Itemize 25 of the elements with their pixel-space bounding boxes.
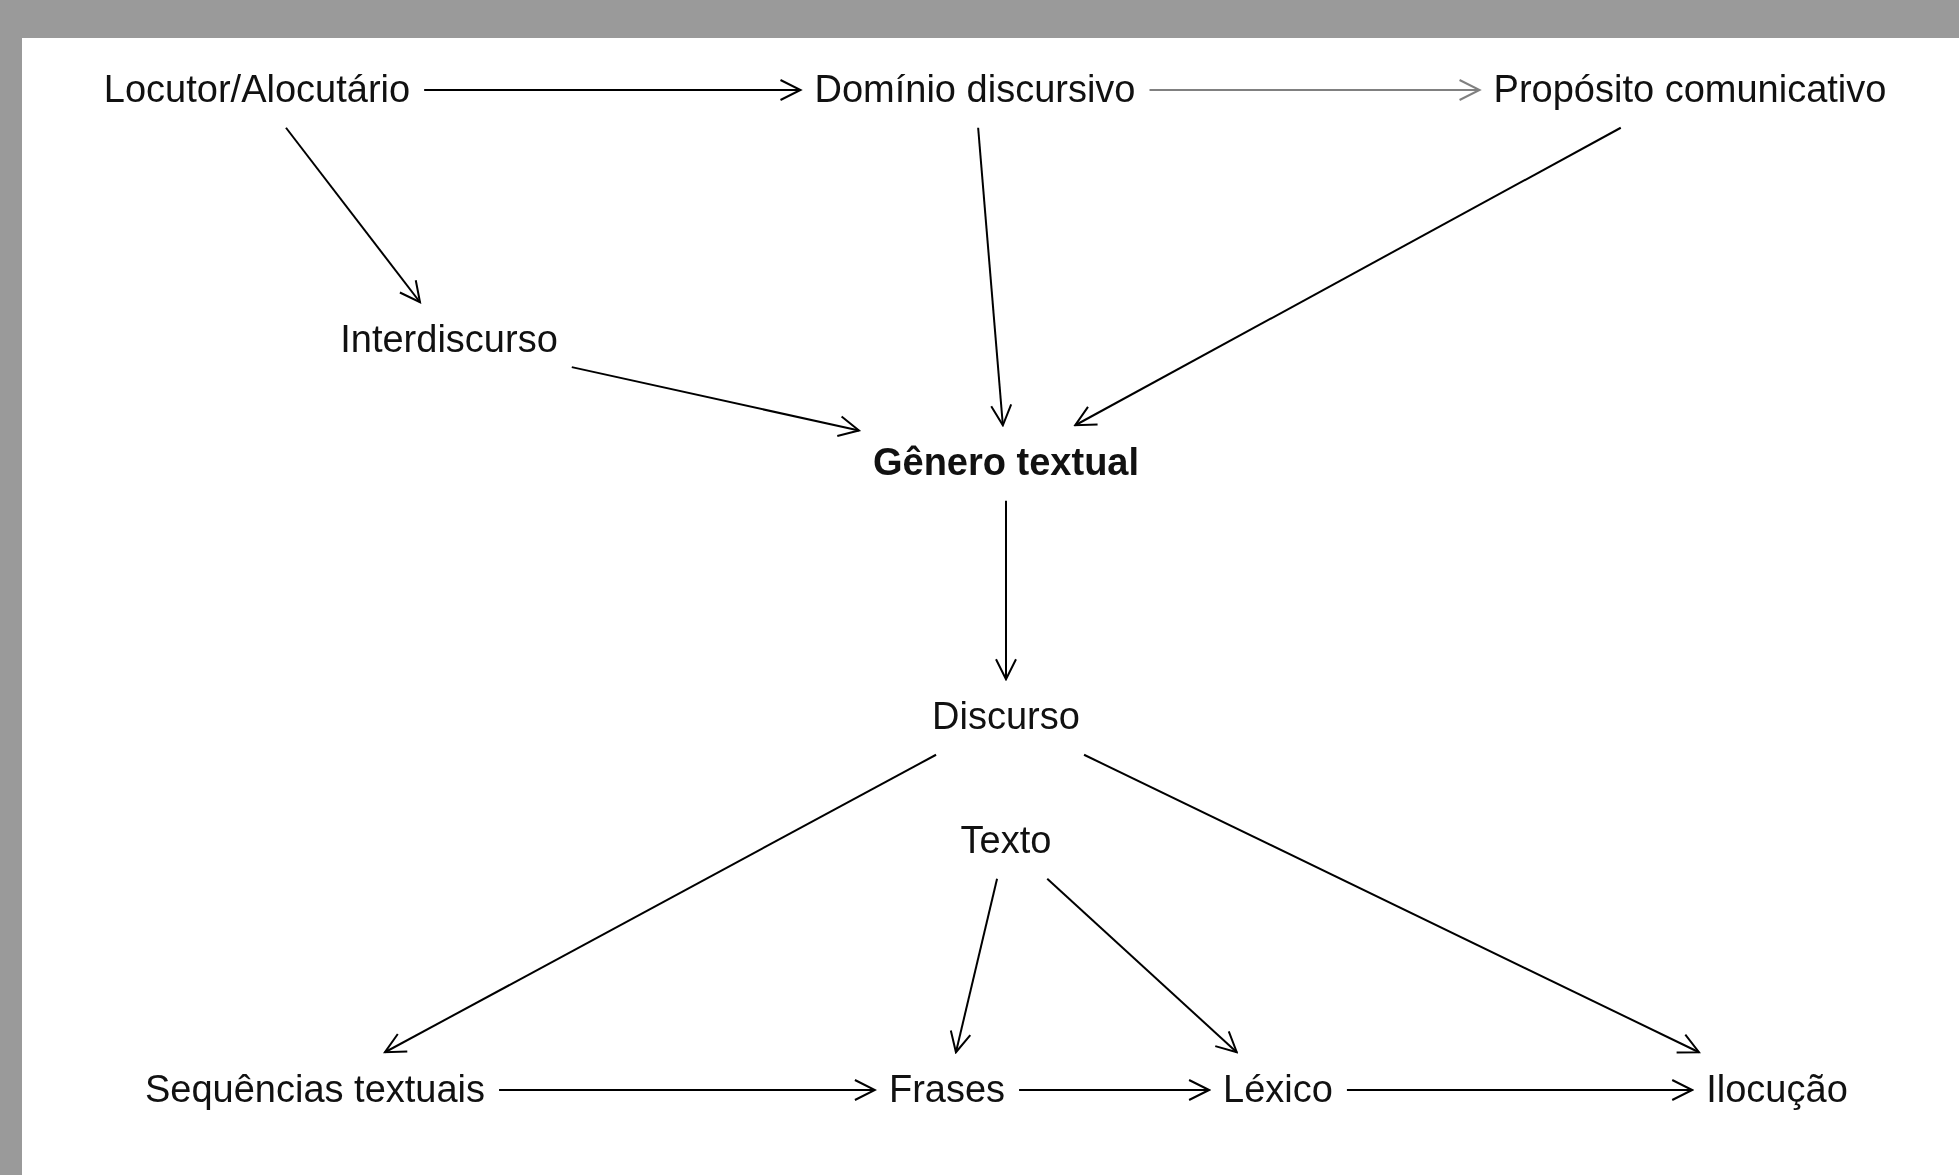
node-label: Gênero textual — [872, 441, 1140, 484]
node-label: Texto — [960, 819, 1052, 862]
arrow — [423, 79, 802, 101]
node-label: Frases — [888, 1068, 1006, 1111]
node-label: Locutor/Alocutário — [103, 68, 411, 111]
arrow — [1083, 753, 1700, 1054]
arrow — [498, 1079, 876, 1101]
arrow — [1046, 877, 1238, 1054]
arrow — [1345, 1079, 1694, 1101]
node-label: Domínio discursivo — [814, 68, 1136, 111]
node-label: Interdiscurso — [340, 318, 558, 361]
node-label: Léxico — [1223, 1068, 1333, 1111]
arrow — [570, 366, 860, 437]
arrow — [977, 126, 1013, 427]
arrow — [1018, 1079, 1211, 1101]
arrow — [949, 877, 999, 1054]
node-label: Propósito comunicativo — [1493, 68, 1887, 111]
arrow — [1074, 126, 1622, 427]
arrow — [995, 499, 1017, 681]
arrow — [1148, 79, 1481, 101]
arrow — [383, 753, 938, 1054]
node-label: Ilocução — [1706, 1068, 1848, 1111]
node-label: Sequências textuais — [144, 1068, 486, 1111]
node-label: Discurso — [932, 695, 1080, 738]
arrow — [285, 126, 421, 304]
